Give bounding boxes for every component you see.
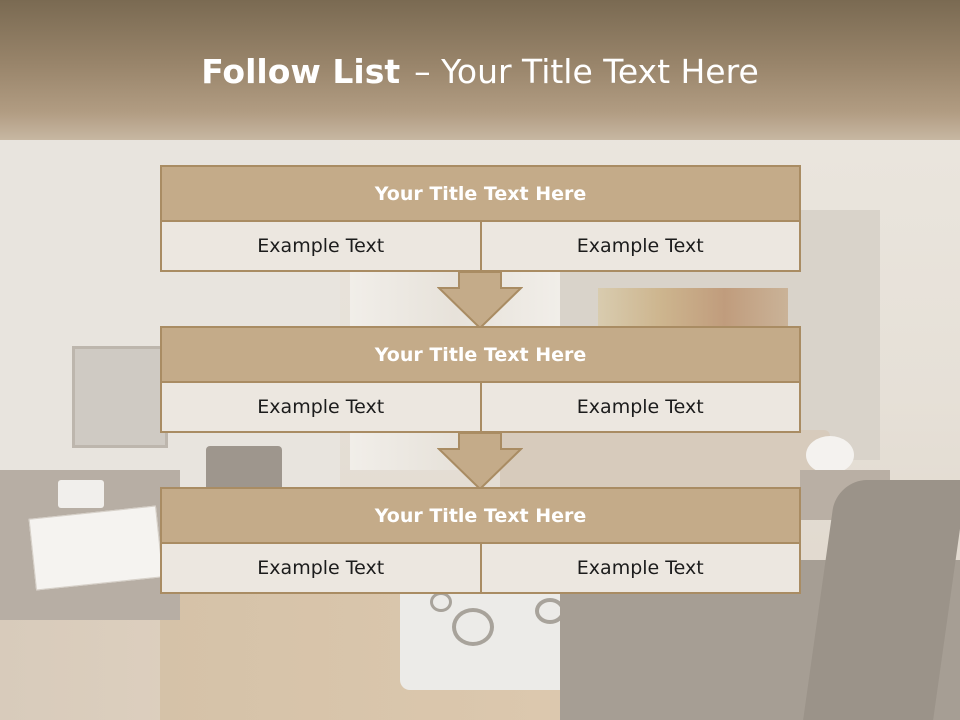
block-cell-left[interactable]: Example Text [160,222,482,272]
block-cell-left[interactable]: Example Text [160,383,482,433]
follow-block-3[interactable]: Your Title Text Here Example Text Exampl… [160,487,801,594]
slide-title[interactable]: Follow List – Your Title Text Here [0,52,960,100]
block-title[interactable]: Your Title Text Here [160,165,801,222]
block-cell-left[interactable]: Example Text [160,544,482,594]
follow-block-2[interactable]: Your Title Text Here Example Text Exampl… [160,326,801,433]
keyboard-shape [58,480,104,508]
block-title[interactable]: Your Title Text Here [160,487,801,544]
title-banner [0,0,960,140]
slide-title-bold: Follow List [201,52,401,91]
tv-shape [72,346,168,448]
block-cell-right[interactable]: Example Text [481,383,801,433]
block-row: Example Text Example Text [160,544,801,594]
block-cell-right[interactable]: Example Text [481,222,801,272]
block-row: Example Text Example Text [160,222,801,272]
down-arrow-icon [437,432,523,491]
lamp-shape [806,436,854,474]
down-arrow-icon [437,271,523,330]
block-cell-right[interactable]: Example Text [481,544,801,594]
slide-title-rest: – Your Title Text Here [414,52,759,91]
rug-swirl-shape [430,592,452,612]
block-row: Example Text Example Text [160,383,801,433]
rug-swirl-shape [452,608,494,646]
book-shape [28,505,164,591]
follow-block-1[interactable]: Your Title Text Here Example Text Exampl… [160,165,801,272]
block-title[interactable]: Your Title Text Here [160,326,801,383]
